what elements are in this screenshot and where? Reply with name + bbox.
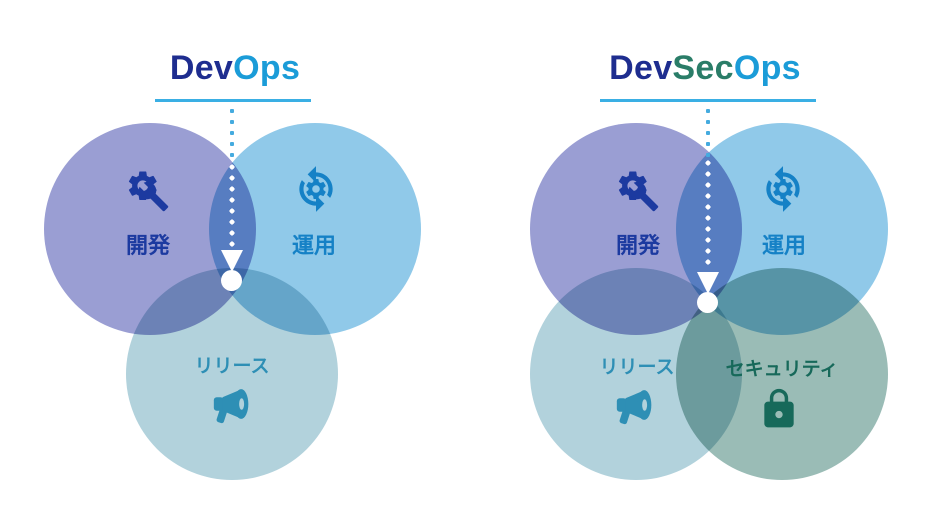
flow-arrow-dots-upper (705, 108, 711, 158)
title-segment-ops: Ops (733, 49, 801, 87)
flow-arrowhead-icon (221, 250, 243, 272)
title-segment-dev: Dev (169, 49, 234, 87)
title-underline (155, 99, 311, 102)
title-segment-ops: Ops (233, 49, 301, 87)
title-segment-sec: Sec (672, 49, 734, 87)
lock-icon (757, 387, 801, 431)
label-release: リリース (599, 357, 675, 378)
label-release: リリース (194, 356, 270, 377)
flow-arrow-dots-lower (705, 160, 711, 270)
devsecops-diagram: DevSecOps 開発 運用 リリース (470, 0, 940, 529)
devops-title: DevOps (0, 49, 470, 87)
circle-release (126, 268, 338, 480)
label-development: 開発 (125, 233, 170, 258)
flow-arrow-dots-upper (229, 108, 235, 162)
flow-arrowhead-icon (697, 272, 719, 294)
flow-arrow-dots-lower (229, 164, 235, 248)
title-segment-dev: Dev (609, 49, 673, 87)
flow-endpoint-dot (697, 292, 718, 313)
flow-endpoint-dot (221, 270, 242, 291)
sync-gear-icon (758, 164, 808, 214)
gear-wrench-icon (124, 167, 170, 213)
devops-diagram: DevOps 開発 運用 リリース (0, 49, 470, 480)
gear-wrench-icon (614, 167, 660, 213)
devsecops-title: DevSecOps (470, 49, 940, 87)
label-operations: 運用 (761, 233, 806, 258)
sync-gear-icon (291, 164, 341, 214)
label-security: セキュリティ (725, 359, 839, 380)
megaphone-icon (613, 382, 659, 428)
title-underline (600, 99, 816, 102)
label-operations: 運用 (291, 233, 336, 258)
label-development: 開発 (615, 233, 660, 258)
megaphone-icon (210, 381, 256, 427)
